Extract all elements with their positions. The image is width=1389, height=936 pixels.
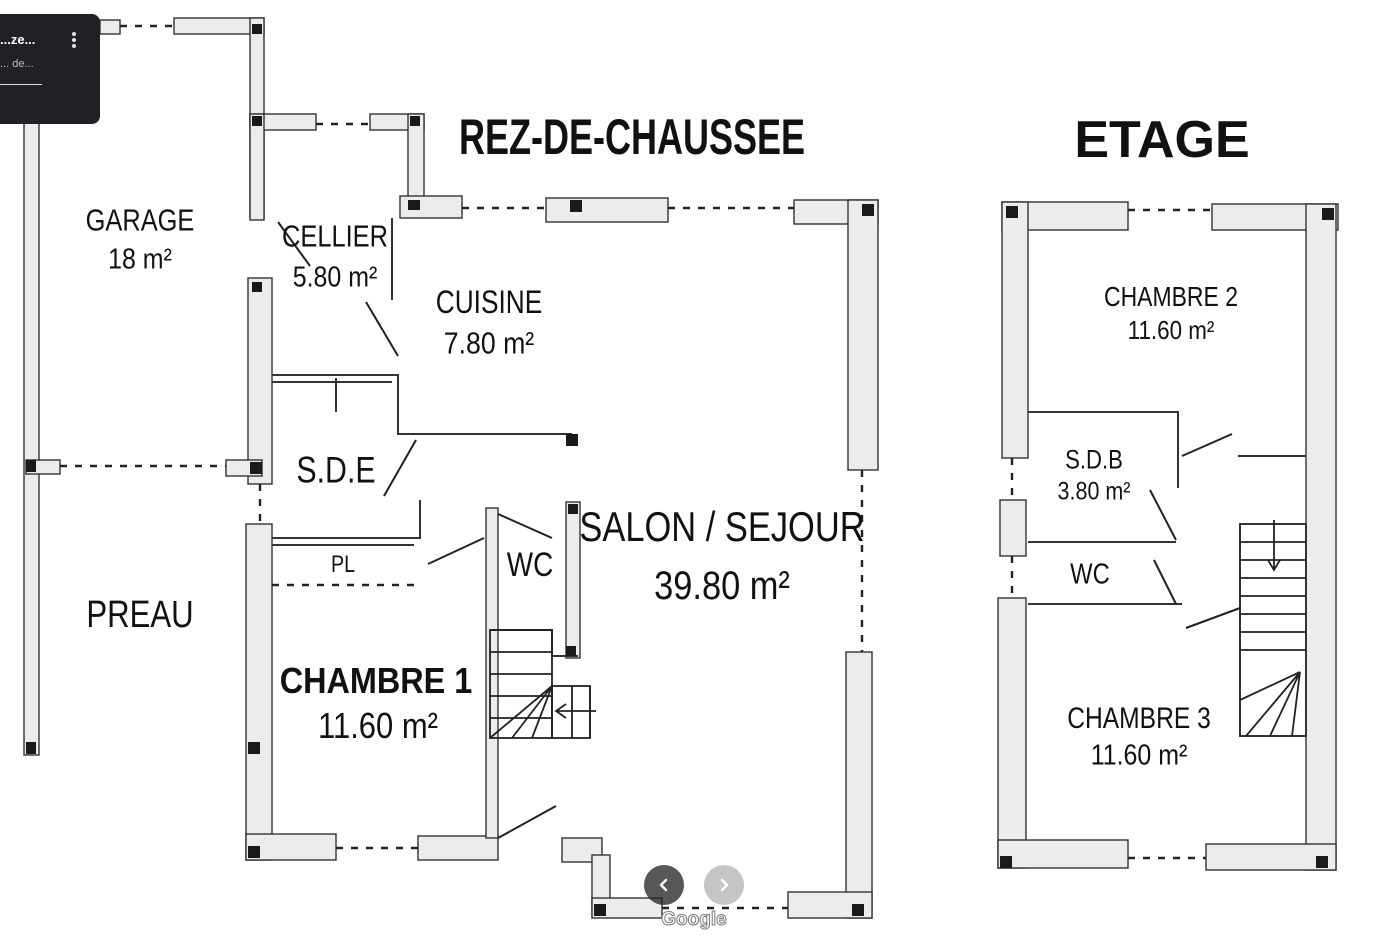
post: [566, 646, 576, 656]
room-name-sde: S.D.E: [296, 449, 376, 491]
door-swing: [1185, 607, 1241, 629]
chevron-right-icon: [720, 878, 729, 892]
post: [250, 462, 262, 474]
staircase: [489, 629, 553, 739]
partition: [1239, 523, 1307, 737]
wall: [845, 651, 873, 919]
room-area-chambre3: 11.60 m²: [1090, 739, 1188, 772]
room-name-salon: SALON / SEJOUR: [579, 503, 865, 550]
wall: [417, 835, 499, 861]
room-area-cuisine: 7.80 m²: [443, 325, 535, 361]
stair-step: [571, 686, 591, 738]
room-area-cellier: 5.80 m²: [292, 261, 378, 294]
post: [1006, 206, 1018, 218]
wall: [249, 113, 265, 221]
post: [570, 200, 582, 212]
room-name-chambre3: CHAMBRE 3: [1067, 702, 1211, 735]
room-name-wc: WC: [506, 546, 554, 584]
room-area-garage: 18 m²: [108, 243, 172, 276]
room-area-salon: 39.80 m²: [654, 564, 790, 608]
google-logo: Google: [661, 909, 727, 931]
wall: [997, 597, 1027, 869]
room-name-cuisine: CUISINE: [435, 284, 543, 320]
wall: [999, 499, 1027, 557]
room-name-chambre2: CHAMBRE 2: [1104, 281, 1238, 312]
post: [1000, 856, 1012, 868]
post: [568, 504, 578, 514]
stair-arrow: [554, 703, 596, 719]
post: [410, 116, 420, 126]
card-title[interactable]: ...ze...: [0, 32, 36, 47]
door-swing: [1153, 559, 1177, 605]
wall: [545, 197, 669, 223]
room-name-pl: PL: [330, 551, 356, 578]
wall: [1205, 843, 1337, 871]
wall: [1001, 201, 1029, 459]
door-swing: [427, 537, 485, 565]
post: [1322, 208, 1334, 220]
post: [252, 282, 262, 292]
more-vert-icon[interactable]: [70, 30, 78, 50]
room-name-wc-upper: WC: [1070, 558, 1110, 591]
door-swing: [277, 221, 311, 267]
wall: [23, 19, 40, 756]
post: [248, 846, 260, 858]
post: [862, 204, 874, 216]
room-area-sdb: 3.80 m²: [1057, 477, 1131, 506]
post: [248, 742, 260, 754]
upper-floor-title: ETAGE: [1074, 111, 1250, 169]
wall: [245, 523, 273, 861]
door-swing: [497, 513, 553, 539]
stair-step: [489, 685, 553, 739]
partition: [272, 374, 572, 435]
door-swing: [497, 805, 557, 839]
post: [852, 904, 864, 916]
post: [26, 460, 36, 472]
chevron-left-icon: [659, 878, 668, 892]
room-name-chambre1: CHAMBRE 1: [279, 660, 473, 701]
door-swing: [365, 301, 399, 357]
card-divider: [0, 84, 42, 85]
post: [1316, 856, 1328, 868]
stair-arrow: [1267, 520, 1281, 572]
stair-step: [1239, 671, 1301, 737]
wall: [997, 839, 1129, 869]
post: [252, 24, 262, 34]
post: [408, 200, 420, 210]
stair-step: [490, 651, 552, 719]
wall: [247, 277, 273, 485]
card-subtitle: ... de...: [0, 58, 34, 70]
post: [566, 434, 578, 446]
wall: [565, 501, 581, 659]
partition: [272, 500, 421, 539]
info-card[interactable]: ...ze... ... de...: [0, 14, 100, 124]
wall: [847, 199, 879, 471]
stair-step: [1240, 541, 1306, 651]
door-swing: [1181, 433, 1233, 457]
door-swing: [1149, 489, 1177, 541]
previous-image-button[interactable]: [644, 865, 684, 905]
post: [26, 742, 36, 754]
wall: [485, 507, 499, 839]
partition: [1028, 411, 1179, 488]
next-image-button[interactable]: [704, 865, 744, 905]
room-name-preau: PREAU: [86, 594, 194, 636]
door-swing: [383, 439, 417, 497]
room-area-chambre1: 11.60 m²: [318, 705, 438, 746]
room-area-chambre2: 11.60 m²: [1127, 315, 1215, 345]
room-name-sdb: S.D.B: [1065, 444, 1123, 475]
wall: [99, 19, 121, 35]
room-name-cellier: CELLIER: [282, 218, 388, 254]
post: [252, 116, 262, 126]
room-name-garage: GARAGE: [85, 202, 195, 238]
wall: [1305, 203, 1337, 871]
ground-floor-title: REZ-DE-CHAUSSEE: [458, 109, 806, 165]
post: [594, 904, 606, 916]
